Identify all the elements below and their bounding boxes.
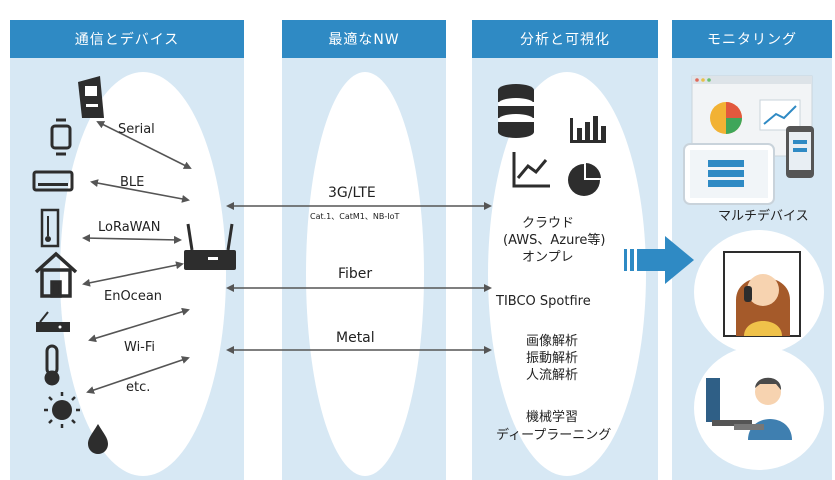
gateway-router-icon bbox=[184, 223, 236, 270]
label-wifi: Wi-Fi bbox=[124, 340, 156, 355]
label-fiber: Fiber bbox=[338, 266, 373, 282]
database-icon bbox=[498, 84, 534, 138]
kiosk-icon bbox=[78, 76, 104, 118]
big-flow-arrow bbox=[624, 236, 694, 284]
analysis-dl: ディープラーニング bbox=[496, 428, 612, 443]
dashboard-icon bbox=[683, 75, 814, 205]
analysis-cloud-2: (AWS、Azure等) bbox=[503, 233, 606, 248]
label-ble: BLE bbox=[120, 175, 145, 190]
thermometer-gauge-icon bbox=[40, 208, 60, 248]
label-serial: Serial bbox=[118, 122, 155, 137]
smartwatch-icon bbox=[50, 118, 72, 156]
thermometer-icon bbox=[44, 344, 60, 386]
pc-operator-icon bbox=[706, 377, 792, 440]
link-enocean-arrow bbox=[82, 261, 184, 287]
label-etc: etc. bbox=[126, 380, 151, 395]
label-lte: 3G/LTE bbox=[328, 185, 376, 201]
air-conditioner-icon bbox=[32, 170, 74, 192]
label-enocean: EnOcean bbox=[104, 289, 163, 304]
label-metal: Metal bbox=[336, 330, 375, 346]
label-lte-sub: Cat.1、CatM1、NB-IoT bbox=[310, 212, 400, 221]
link-lorawan-arrow bbox=[82, 234, 182, 244]
analysis-cloud-3: オンプレ bbox=[522, 250, 574, 265]
network-ellipse bbox=[306, 72, 424, 476]
router-small-icon bbox=[36, 311, 70, 332]
analysis-people-flow: 人流解析 bbox=[526, 368, 579, 383]
header-analysis: 分析と可視化 bbox=[472, 20, 658, 58]
link-etc-arrow bbox=[86, 356, 190, 394]
line-chart-icon bbox=[512, 152, 550, 188]
pie-chart-icon bbox=[568, 163, 601, 196]
link-ble-arrow bbox=[90, 179, 190, 203]
link-wifi-arrow bbox=[88, 307, 190, 343]
sun-icon bbox=[44, 392, 80, 428]
label-multi-device: マルチデバイス bbox=[718, 209, 809, 224]
bar-chart-icon bbox=[570, 116, 606, 143]
house-icon bbox=[34, 251, 78, 298]
label-lorawan: LoRaWAN bbox=[98, 220, 161, 235]
analysis-cloud-1: クラウド bbox=[522, 216, 575, 231]
analysis-vibration: 振動解析 bbox=[526, 351, 579, 366]
header-network: 最適なNW bbox=[282, 20, 446, 58]
phone-operator-icon bbox=[723, 251, 801, 337]
header-monitoring: モニタリング bbox=[672, 20, 832, 58]
analysis-image: 画像解析 bbox=[526, 334, 579, 349]
link-serial-arrow bbox=[96, 121, 192, 169]
analysis-ellipse bbox=[488, 72, 646, 476]
water-drop-icon bbox=[88, 424, 108, 454]
analysis-tool: TIBCO Spotfire bbox=[496, 294, 591, 309]
header-devices: 通信とデバイス bbox=[10, 20, 244, 58]
analysis-ml: 機械学習 bbox=[526, 410, 579, 425]
